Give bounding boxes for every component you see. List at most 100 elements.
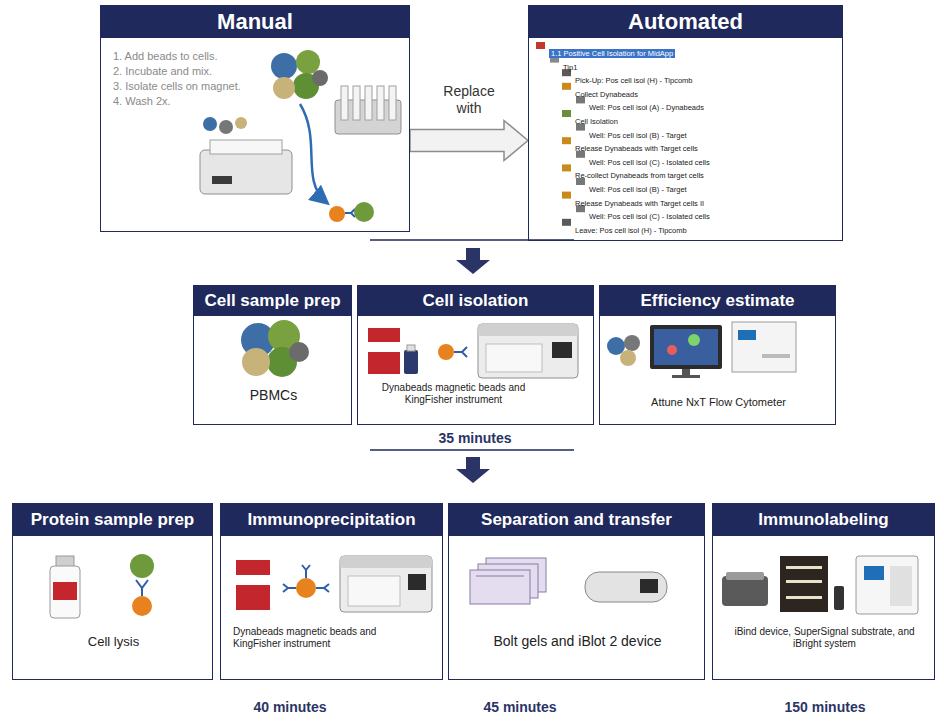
- text-slot: Collect Dynabeads: [575, 83, 836, 101]
- bead-cell: [345, 209, 355, 217]
- text-slot: 150 minutes: [755, 698, 895, 716]
- text-slot: Pick-Up: Pos cell isol (H) - Tipcomb: [575, 69, 836, 87]
- cytometer-set: [607, 322, 796, 378]
- tree-item: 1.1 Positive Cell Isolation for MidApp: [549, 49, 675, 58]
- tree-icon: [562, 137, 571, 144]
- cell-cluster: [271, 53, 297, 79]
- flow-rule: [456, 457, 490, 483]
- text-slot: Leave: Pos cell isol (H) - Tipcomb: [575, 219, 836, 237]
- box-text: Cell lysis: [88, 634, 139, 650]
- magnet-rack: [341, 86, 348, 120]
- box-heading: Protein sample prep: [31, 510, 194, 530]
- ip-kit: [408, 574, 426, 590]
- dynabeads-kit: [368, 328, 467, 374]
- process-box: Automated 1.1 Positive Cell Isolation for…: [528, 5, 843, 241]
- ip-kit: [348, 576, 400, 606]
- text-slot: 35 minutes: [405, 429, 545, 447]
- cytometer-set: [732, 322, 796, 372]
- labeling-set: [786, 566, 822, 569]
- tree-item: Well: Pos cell isol (A) - Dynabeads: [589, 103, 704, 112]
- labeling-set: [786, 596, 822, 599]
- text-slot: 3. Isolate cells on magnet.: [113, 76, 273, 94]
- text-slot: 45 minutes: [450, 698, 590, 716]
- mixer: [200, 150, 292, 194]
- dynabeads-kit: [407, 345, 415, 351]
- cell-cluster: [312, 70, 328, 86]
- process-box: Efficiency estimateAttune NxT Flow Cytom…: [599, 285, 836, 425]
- tree-item: Pick-Up: Pos cell isol (H) - Tipcomb: [575, 76, 693, 85]
- magnet-rack: [335, 86, 401, 134]
- bead-cell: [354, 202, 374, 222]
- text-slot: Dynabeads magnetic beads and KingFisher …: [366, 382, 541, 407]
- box-heading: Immunoprecipitation: [247, 510, 415, 530]
- labeling-set: [864, 566, 884, 580]
- cytometer-set: [688, 334, 700, 346]
- process-box: Protein sample prepCell lysis: [12, 503, 213, 680]
- cytometer-set: [667, 345, 677, 355]
- text-slot: Cell lysis: [13, 632, 214, 650]
- cytometer-set: [650, 325, 722, 369]
- kingfisher-instrument: [486, 344, 542, 372]
- flow-arrow: [410, 121, 528, 161]
- text-slot: Replace with: [429, 83, 509, 117]
- text-slot: Well: Pos cell isol (B) - Target: [589, 178, 836, 196]
- box-heading: Efficiency estimate: [640, 291, 794, 311]
- gel-and-blotter: [640, 579, 658, 593]
- text-slot: Bolt gels and iBlot 2 device: [449, 632, 706, 650]
- ip-kit: [236, 560, 270, 610]
- tree-item: Tip1: [563, 63, 577, 72]
- gel-and-blotter: [470, 558, 667, 604]
- cytometer-set: [607, 337, 625, 355]
- tree-icon: [562, 110, 571, 117]
- bead-cell: [329, 202, 374, 222]
- box-heading: Cell sample prep: [204, 291, 340, 311]
- box-heading: Separation and transfer: [481, 510, 672, 530]
- box-text: 3. Isolate cells on magnet.: [113, 80, 241, 93]
- mixer: [210, 140, 282, 154]
- box-text: Dynabeads magnetic beads and KingFisher …: [366, 382, 541, 406]
- duration-label: 35 minutes: [438, 430, 511, 447]
- box-heading: Automated: [628, 9, 743, 35]
- box-heading: Manual: [217, 9, 293, 35]
- flow-rule: [456, 248, 490, 274]
- bead-cell: [329, 206, 345, 222]
- header-bar: Cell isolation: [358, 286, 593, 316]
- bead-pair: [235, 117, 247, 129]
- text-slot: 1. Add beads to cells.: [113, 46, 273, 64]
- flow-rule: [370, 449, 574, 451]
- header-bar: Immunoprecipitation: [221, 504, 442, 536]
- process-box: Manual 1. Add beads to cells.2. Incubate …: [100, 5, 410, 232]
- lysis-reagent: [50, 566, 80, 618]
- cell-cluster: [296, 50, 320, 74]
- text-slot: 2. Incubate and mix.: [113, 61, 273, 79]
- tree-item: Collect Dynabeads: [575, 90, 638, 99]
- gel-and-blotter: [585, 572, 667, 602]
- cytometer-set: [672, 375, 700, 378]
- gel-and-blotter: [476, 576, 524, 577]
- dynabeads-kit: [404, 350, 418, 374]
- cytometer-set: [762, 354, 790, 358]
- kingfisher-instrument: [478, 324, 578, 378]
- pbmc-cells: [242, 348, 270, 376]
- box-heading: Immunolabeling: [758, 510, 888, 530]
- pbmc-cells: [241, 320, 309, 377]
- text-slot: Tip1: [563, 56, 836, 74]
- dynabeads-kit: [438, 344, 454, 360]
- ip-kit: [340, 556, 432, 568]
- bead-pair: [203, 117, 217, 131]
- text-slot: 1.1 Positive Cell Isolation for MidApp: [549, 42, 836, 60]
- cell-cluster: [273, 77, 295, 99]
- header-bar: Automated: [529, 6, 842, 38]
- mixer: [212, 176, 232, 184]
- box-text: PBMCs: [250, 387, 297, 404]
- tree-item: Well: Pos cell isol (B) - Target: [589, 185, 687, 194]
- kingfisher-instrument: [478, 324, 578, 378]
- tree-item: Cell Isolation: [575, 117, 618, 126]
- box-text: 2. Incubate and mix.: [113, 65, 212, 78]
- tree-icon: [536, 42, 585, 226]
- box-text: 4. Wash 2x.: [113, 95, 171, 108]
- duration-label: 40 minutes: [253, 699, 326, 716]
- text-slot: Well: Pos cell isol (A) - Dynabeads: [589, 96, 836, 114]
- tree-icon: [562, 164, 571, 171]
- box-text: Bolt gels and iBlot 2 device: [493, 633, 661, 650]
